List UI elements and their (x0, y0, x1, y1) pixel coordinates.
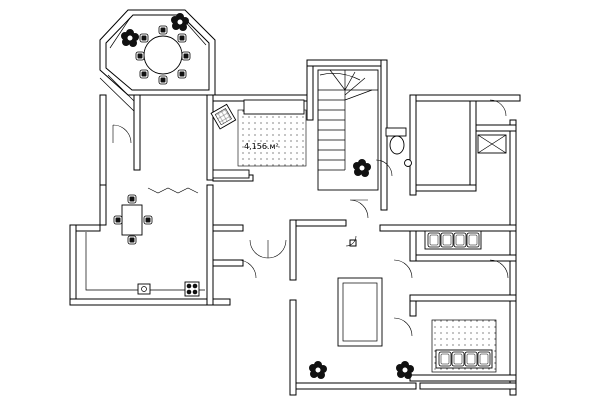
chair-icon (177, 69, 187, 79)
chair-icon (181, 51, 191, 61)
chair-icon (135, 51, 145, 61)
folding-partition (147, 187, 199, 194)
stove-icon (184, 281, 200, 297)
exterior-walls (69, 59, 521, 396)
staircase (317, 69, 379, 191)
bench (212, 169, 250, 179)
plant-icon (396, 361, 414, 379)
chair-icon (127, 194, 137, 204)
kitchen (85, 232, 205, 297)
chair-icon (139, 69, 149, 79)
plant-icon (309, 361, 327, 379)
lounge-sofa (424, 230, 482, 250)
chair-icon (158, 75, 168, 85)
chair-icon (139, 33, 149, 43)
dining-table (121, 204, 143, 236)
chair-icon (177, 33, 187, 43)
door-swings (112, 99, 509, 337)
chair-icon (143, 215, 153, 225)
living-room: 4,156.м² (210, 99, 307, 179)
bedroom (431, 319, 497, 373)
dining-nook (113, 187, 199, 245)
billiard-table (337, 277, 383, 347)
sink-icon (137, 283, 151, 295)
chair-icon (158, 25, 168, 35)
chair-icon (113, 215, 123, 225)
area-label: 4,156.м² (244, 142, 279, 151)
toilet-icon (389, 135, 405, 155)
round-dining-table (143, 35, 183, 75)
chair-icon (127, 235, 137, 245)
armchair (210, 103, 237, 130)
bathroom (385, 127, 507, 167)
sofa (243, 99, 305, 115)
